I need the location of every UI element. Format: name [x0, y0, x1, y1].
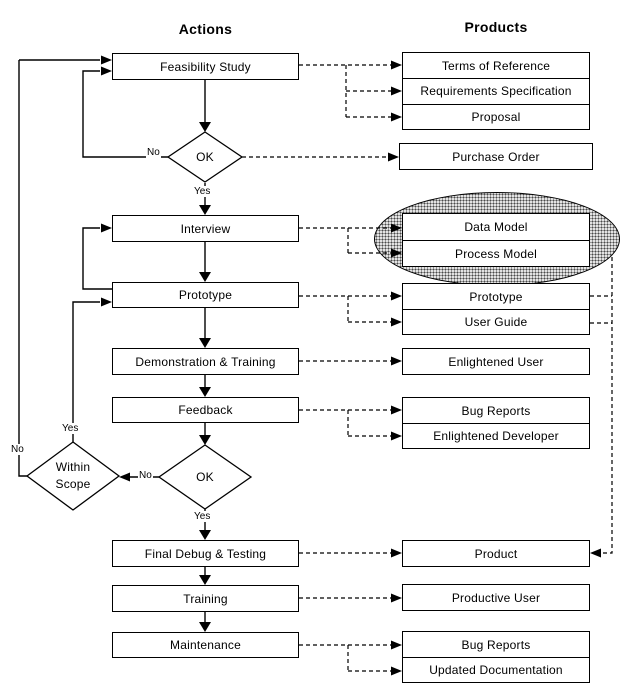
branch-label-ok2-no: No: [138, 470, 153, 481]
column-header-products: Products: [464, 19, 528, 35]
product-user-guide: User Guide: [403, 309, 589, 334]
solid-flow-lines: [18, 59, 206, 623]
product-updated-documentation: Updated Documentation: [403, 657, 589, 682]
action-feasibility-study: Feasibility Study: [112, 53, 299, 80]
product-enlightened-developer: Enlightened Developer: [403, 423, 589, 448]
product-bug-reports-1: Bug Reports: [461, 403, 531, 418]
action-final-debug-testing: Final Debug & Testing: [112, 540, 299, 567]
decision-ok1-shape: [166, 131, 244, 183]
branch-label-scope-yes: Yes: [61, 423, 80, 434]
product-prototype: Prototype: [469, 289, 523, 304]
decision-ok1-label: OK: [196, 150, 214, 164]
decision-diamonds: [25, 131, 253, 511]
product-group-maintenance: Bug Reports Updated Documentation: [402, 631, 590, 683]
arrowheads: [101, 55, 601, 676]
product-enlightened-user: Enlightened User: [402, 348, 590, 375]
decision-ok2-label: OK: [196, 470, 214, 484]
product-purchase-order: Purchase Order: [399, 143, 593, 170]
dashed-product-lines: [242, 64, 613, 672]
decision-within-scope-shape: [25, 441, 121, 511]
decision-within-scope-label: Within Scope: [28, 459, 118, 493]
within-scope-line1: Within: [55, 460, 91, 474]
product-product: Product: [402, 540, 590, 567]
branch-label-ok1-yes: Yes: [193, 186, 212, 197]
product-group-models: Data Model Process Model: [402, 213, 590, 267]
product-group-feasibility: Terms of Reference Requirements Specific…: [402, 52, 590, 130]
product-terms-of-reference: Terms of Reference: [441, 58, 551, 73]
product-process-model: Process Model: [403, 240, 589, 266]
product-productive-user: Productive User: [402, 584, 590, 611]
decision-ok2-shape: [157, 444, 253, 510]
within-scope-line2: Scope: [55, 477, 91, 491]
action-prototype: Prototype: [112, 282, 299, 308]
product-bug-reports-2: Bug Reports: [461, 637, 531, 652]
product-requirements-specification: Requirements Specification: [403, 78, 589, 103]
branch-label-ok2-yes: Yes: [193, 511, 212, 522]
branch-label-scope-no: No: [10, 444, 25, 455]
action-maintenance: Maintenance: [112, 632, 299, 658]
product-group-feedback: Bug Reports Enlightened Developer: [402, 397, 590, 449]
product-data-model: Data Model: [464, 220, 528, 234]
branch-label-ok1-no: No: [146, 147, 161, 158]
action-interview: Interview: [112, 215, 299, 242]
action-feedback: Feedback: [112, 397, 299, 423]
action-training: Training: [112, 585, 299, 612]
product-proposal: Proposal: [403, 103, 589, 129]
column-header-actions: Actions: [178, 21, 233, 37]
product-group-prototype: Prototype User Guide: [402, 283, 590, 335]
action-demonstration-training: Demonstration & Training: [112, 348, 299, 375]
